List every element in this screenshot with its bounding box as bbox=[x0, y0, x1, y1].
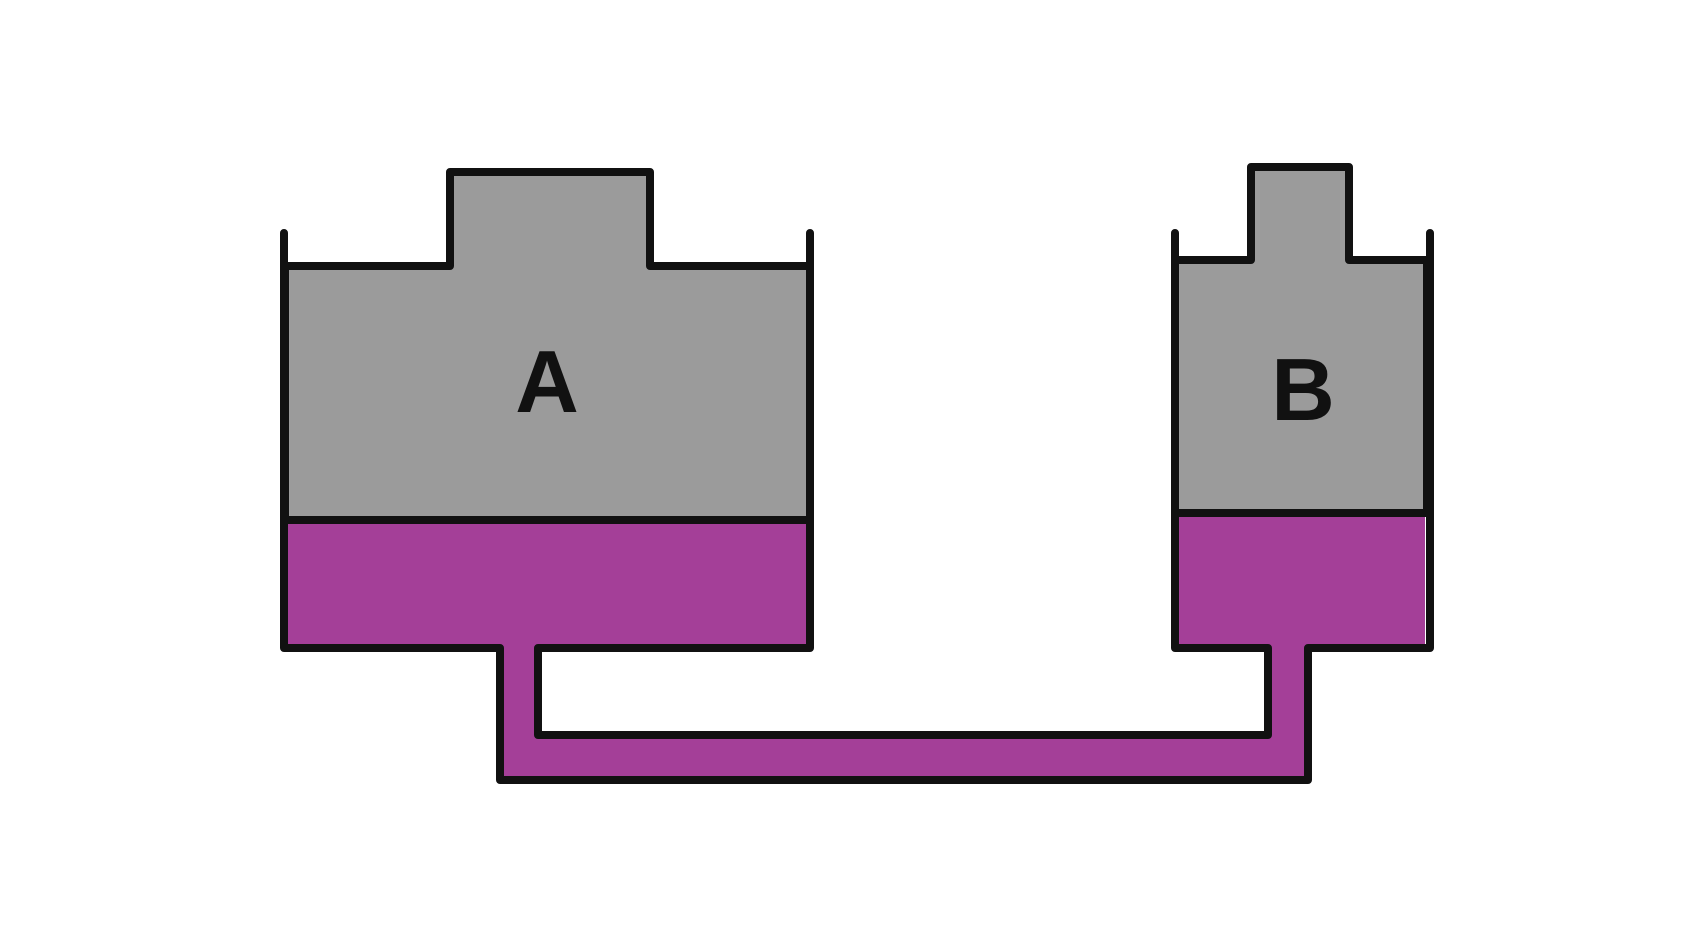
cylinder-a-right-wall bbox=[534, 229, 1272, 739]
cylinder-a-fluid bbox=[287, 520, 808, 648]
connecting-pipe-fluid bbox=[500, 640, 1306, 780]
piston-b-label: B bbox=[1271, 340, 1335, 439]
piston-a-label: A bbox=[515, 332, 579, 431]
piston-b bbox=[1171, 163, 1431, 517]
cylinder-b-fluid bbox=[1177, 513, 1425, 648]
cylinder-a-wall bbox=[280, 229, 1434, 784]
piston-a bbox=[281, 168, 814, 524]
